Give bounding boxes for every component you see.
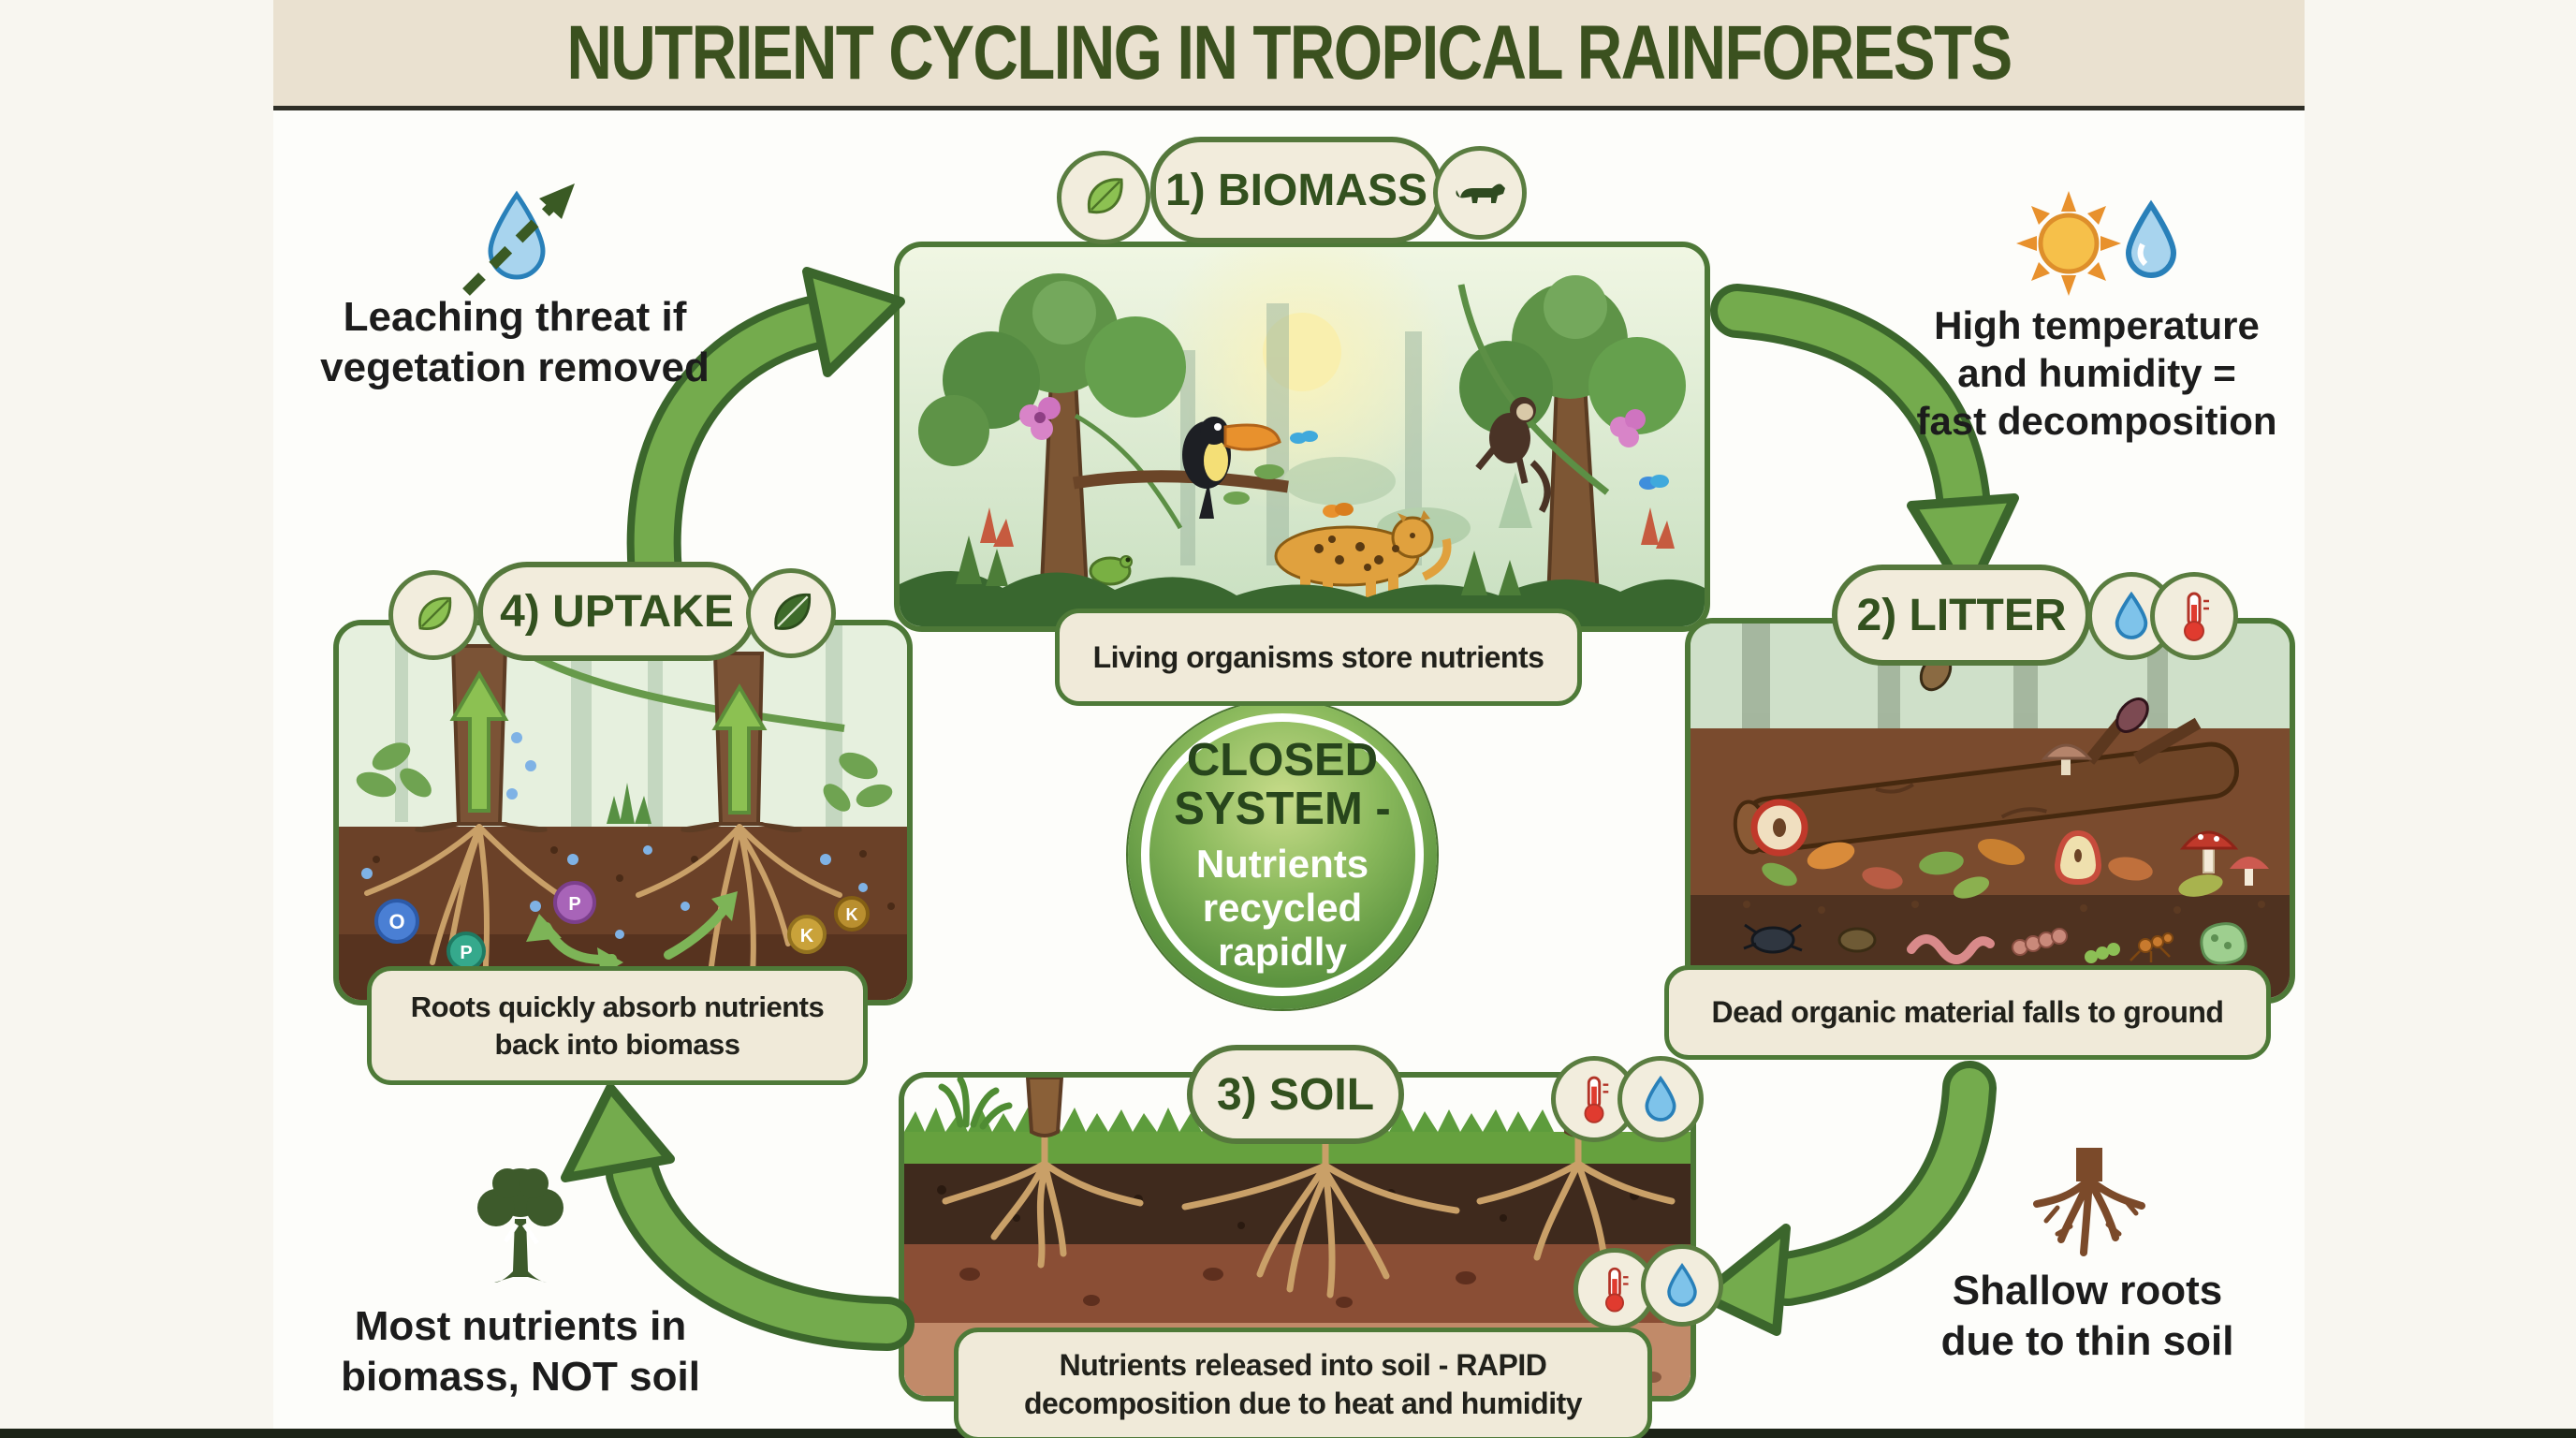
nutrient-symbol: K bbox=[800, 926, 814, 946]
closed-system-badge: CLOSED SYSTEM - Nutrients recycled rapid… bbox=[1128, 700, 1437, 1009]
uptake-arrow-left bbox=[449, 670, 509, 813]
decomposers bbox=[1743, 922, 2247, 965]
toucan bbox=[1182, 417, 1281, 519]
litter-scene bbox=[1690, 624, 2290, 998]
droplet-icon bbox=[2117, 198, 2185, 289]
nutrient-symbol: O bbox=[388, 910, 404, 933]
climate-annotation: High temperature and humidity = fast dec… bbox=[1916, 303, 2277, 444]
orchids bbox=[1019, 397, 1646, 448]
nutrient-symbol: K bbox=[846, 905, 858, 924]
tree-icon bbox=[464, 1159, 577, 1304]
badge-subtitle: Nutrients recycled rapidly bbox=[1195, 842, 1369, 975]
right-tree bbox=[1459, 275, 1686, 626]
litter-label: 2) LITTER bbox=[1832, 565, 2091, 666]
soil-specks bbox=[373, 846, 895, 910]
badge-title: CLOSED SYSTEM - bbox=[1174, 734, 1391, 835]
uptake-caption: Roots quickly absorb nutrients back into… bbox=[367, 966, 868, 1085]
arrowhead bbox=[526, 914, 562, 942]
soil-label: 3) SOIL bbox=[1187, 1045, 1404, 1144]
biomass-label: 1) BIOMASS bbox=[1150, 137, 1442, 243]
soil-caption: Nutrients released into soil - RAPID dec… bbox=[954, 1328, 1652, 1438]
tree-frog bbox=[1089, 555, 1133, 586]
grass-tuft bbox=[938, 1078, 1013, 1130]
shrubs bbox=[356, 742, 893, 824]
title-band: NUTRIENT CYCLING IN TROPICAL RAINFORESTS bbox=[273, 0, 2305, 110]
nutrient-dots bbox=[361, 732, 868, 939]
biomass-store-annotation: Most nutrients in biomass, NOT soil bbox=[341, 1303, 700, 1400]
biomass-caption: Living organisms store nutrients bbox=[1055, 609, 1582, 706]
sun-icon bbox=[2012, 187, 2125, 304]
uptake-panel: O P P K K bbox=[333, 620, 913, 1005]
microbe bbox=[2200, 922, 2247, 965]
droplet-arrow-icon bbox=[449, 178, 590, 304]
leaf-icon bbox=[1057, 151, 1150, 244]
fallen-log bbox=[1733, 706, 2239, 855]
mushrooms bbox=[2041, 743, 2269, 886]
leaf-icon bbox=[746, 568, 836, 658]
biomass-panel bbox=[894, 242, 1710, 632]
thermometer-icon bbox=[2150, 572, 2238, 660]
arrowhead bbox=[711, 891, 738, 921]
uptake-arrow-right bbox=[711, 683, 768, 814]
leaf-icon bbox=[388, 570, 478, 660]
droplet-icon bbox=[1641, 1244, 1723, 1327]
left-tree bbox=[918, 273, 1186, 626]
nutrient-symbol: P bbox=[460, 943, 472, 963]
leaching-annotation: Leaching threat if vegetation removed bbox=[320, 294, 710, 390]
tree-roots bbox=[942, 1130, 1676, 1299]
droplet-icon bbox=[1617, 1056, 1704, 1142]
page-title: NUTRIENT CYCLING IN TROPICAL RAINFORESTS bbox=[566, 9, 2012, 95]
uptake-label: 4) UPTAKE bbox=[477, 562, 756, 661]
biomass-scene bbox=[900, 247, 1705, 626]
fallen-fruit bbox=[1750, 799, 2102, 886]
nutrient-ions: O P P K K bbox=[374, 881, 870, 971]
dead-leaves bbox=[1762, 839, 2223, 899]
soil-specks bbox=[1743, 901, 2265, 914]
uptake-scene: O P P K K bbox=[339, 625, 907, 1000]
butterflies bbox=[1290, 431, 1669, 518]
ant bbox=[2138, 932, 2174, 953]
litter-panel bbox=[1685, 618, 2295, 1004]
nutrient-symbol: P bbox=[568, 894, 580, 915]
badge-ring bbox=[1141, 713, 1424, 996]
branch bbox=[1072, 464, 1289, 505]
litter-caption: Dead organic material falls to ground bbox=[1664, 965, 2271, 1060]
roots-icon bbox=[2029, 1148, 2149, 1265]
shallow-roots-annotation: Shallow roots due to thin soil bbox=[1940, 1268, 2234, 1364]
monkey bbox=[1475, 397, 1551, 513]
jaguar-icon bbox=[1433, 146, 1527, 240]
